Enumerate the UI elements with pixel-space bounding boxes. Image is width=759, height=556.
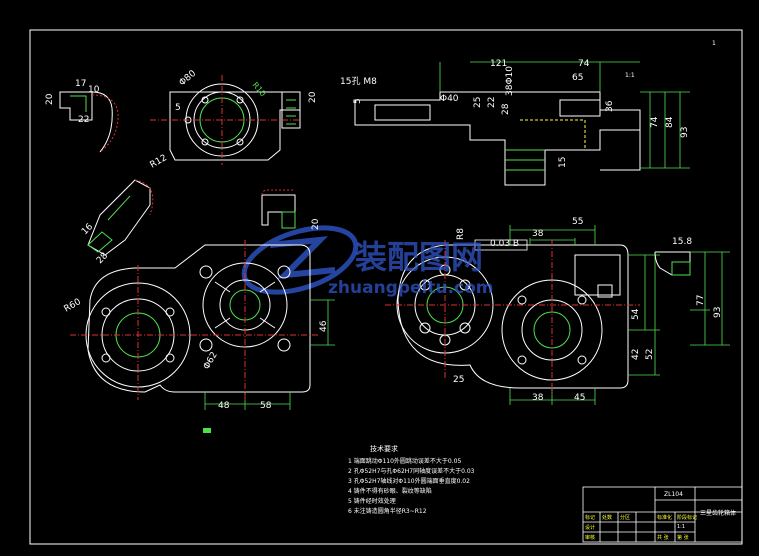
dim-28b: 28 [95,251,110,266]
tb-cell-6: 设计 [585,525,596,531]
dim-17: 17 [75,79,86,89]
tb-cell-9: 共 张 [657,535,669,541]
corner-mark: 1 [712,40,716,47]
dim-28: 28 [501,103,511,115]
tb-cell-2: 处数 [602,515,613,521]
dim-74b: 74 [650,116,660,128]
dim-r10: R10 [250,81,267,99]
dim-36: 36 [605,100,615,112]
dim-r8: R8 [456,228,466,240]
dim-25: 25 [473,97,483,108]
watermark-en: zhuangpeitu.com [328,278,494,298]
dim-46: 46 [319,320,329,332]
dim-r60: R60 [63,297,84,315]
dim-15-8: 15.8 [672,237,692,247]
dim-phi80: Φ80 [178,69,199,89]
tb-cell-3: 分区 [620,515,631,521]
dim-phi62: Φ62 [202,350,220,371]
dim-20b: 20 [308,91,318,103]
dim-45: 45 [574,393,585,403]
dim-74: 74 [578,59,590,69]
tb-cell-8: 审核 [585,535,596,541]
dim-25b: 25 [453,375,464,385]
watermark-cn: 装配图网 [355,238,484,276]
tb-cell-4: 标准化 [657,515,673,521]
tb-cell-10: 第 张 [677,535,689,541]
dim-38c: 38 [532,393,544,403]
drawing-border [29,29,743,545]
dim-52: 52 [645,349,655,360]
dim-48: 48 [218,401,230,411]
dim-93b: 93 [713,307,723,318]
dim-tol: 0.03 B [490,239,519,249]
dim-16: 16 [80,222,95,237]
detail-far-right [654,251,691,276]
dim-22: 22 [78,115,89,125]
scale-mark: 1:1 [625,72,635,79]
dim-phi40: Φ40 [440,94,459,104]
note-line-6: 6 未注铸造圆角半径R3~R12 [348,508,427,515]
dim-55: 55 [572,217,583,227]
title-name: 三星齿轮箱体 [700,510,737,517]
dim-38b: 38 [532,229,544,239]
dim-58: 58 [260,401,272,411]
dim-5b: 5 [353,98,363,104]
note-line-3: 3 孔Φ52H7轴线对Φ110外圆端面垂直度0.02 [348,478,470,485]
detail-left-middle [87,179,151,256]
dim-93: 93 [680,127,690,138]
tb-cell-7: 1:1 [677,524,686,530]
tb-cell-5: 阶段标记 [677,515,698,521]
note-line-4: 4 铸件不得有砂眼、裂纹等缺陷 [348,488,432,495]
dim-20a: 20 [45,93,55,105]
dim-10: 10 [88,85,100,95]
dim-84: 84 [665,116,675,128]
top-right-section [354,91,641,186]
dim-15: 15 [558,157,568,168]
dim-22b: 22 [487,97,497,108]
dim-r12: R12 [149,153,169,171]
title-block-frame [582,486,743,543]
dim-65: 65 [572,73,583,83]
dim-38: 38Φ10 [505,66,515,96]
dim-20c: 20 [311,218,321,230]
title-code: ZL104 [664,491,683,498]
dim-15m8: 15孔 M8 [340,76,377,87]
note-line-1: 1 端面跳动Φ110外圆跳动误差不大于0.05 [348,458,462,465]
detail-top-left [59,91,113,153]
notes-title: 技术要求 [370,445,398,453]
dim-42: 42 [631,349,641,360]
dim-5: 5 [175,103,181,113]
detail-center [261,194,296,229]
dim-121: 121 [490,59,507,69]
note-line-5: 5 铸件经时效处理 [348,498,396,505]
dim-54: 54 [631,308,641,320]
note-line-2: 2 孔Φ52H7与孔Φ62H7同轴度误差不大于0.03 [348,468,475,475]
dim-77: 77 [696,295,706,306]
tb-cell-1: 标记 [585,515,596,521]
